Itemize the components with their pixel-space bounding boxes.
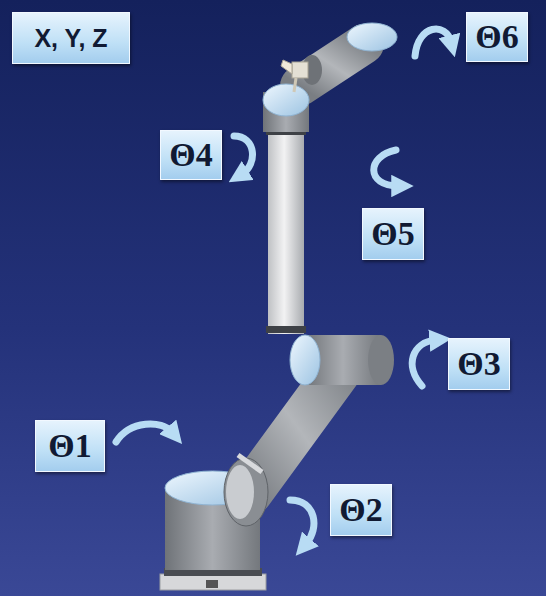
label-box: X, Y, Z (12, 12, 130, 64)
joint-label: Θ4 (169, 136, 212, 174)
joint-label: X, Y, Z (34, 24, 107, 53)
label-box: Θ4 (160, 130, 222, 180)
label-box: Θ5 (362, 208, 424, 260)
label-box: Θ6 (466, 12, 528, 62)
upper-arm (224, 362, 345, 526)
rotation-arrow (290, 500, 314, 544)
joint-label: Θ1 (48, 427, 91, 465)
joint-label: Θ6 (475, 18, 518, 56)
rotation-arrow (412, 340, 436, 386)
rotation-arrow (234, 136, 252, 174)
rotation-arrows (116, 29, 451, 544)
label-box: Θ1 (35, 420, 105, 472)
forearm (266, 122, 306, 334)
joint-label: Θ3 (457, 345, 500, 383)
elbow-joint (290, 335, 394, 385)
label-box: Θ3 (448, 338, 510, 390)
wrist-joints (263, 23, 397, 132)
rotation-arrow (415, 29, 451, 56)
joint-label: Θ2 (339, 491, 382, 529)
rotation-arrow (374, 150, 398, 186)
joint-label: Θ5 (371, 215, 414, 253)
label-box: Θ2 (330, 484, 392, 536)
rotation-arrow (116, 424, 172, 442)
